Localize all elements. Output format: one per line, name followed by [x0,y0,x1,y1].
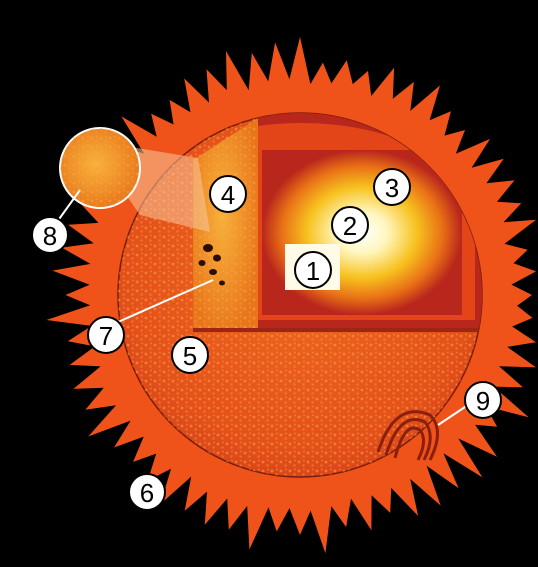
label-1: 1 [295,252,331,288]
svg-text:4: 4 [221,180,235,210]
svg-text:1: 1 [306,256,320,286]
svg-text:7: 7 [99,321,113,351]
label-3: 3 [374,169,410,205]
granulation-inset-texture [60,128,140,208]
label-4: 4 [210,176,246,212]
svg-text:9: 9 [476,386,490,416]
svg-text:2: 2 [343,211,357,241]
svg-text:5: 5 [183,341,197,371]
label-2: 2 [332,207,368,243]
label-8: 8 [32,217,68,253]
label-6: 6 [129,474,165,510]
svg-text:8: 8 [43,221,57,251]
label-9: 9 [465,382,501,418]
svg-text:6: 6 [140,478,154,508]
label-7: 7 [88,317,124,353]
cut-edge [193,328,493,332]
label-5: 5 [172,337,208,373]
svg-text:3: 3 [385,173,399,203]
